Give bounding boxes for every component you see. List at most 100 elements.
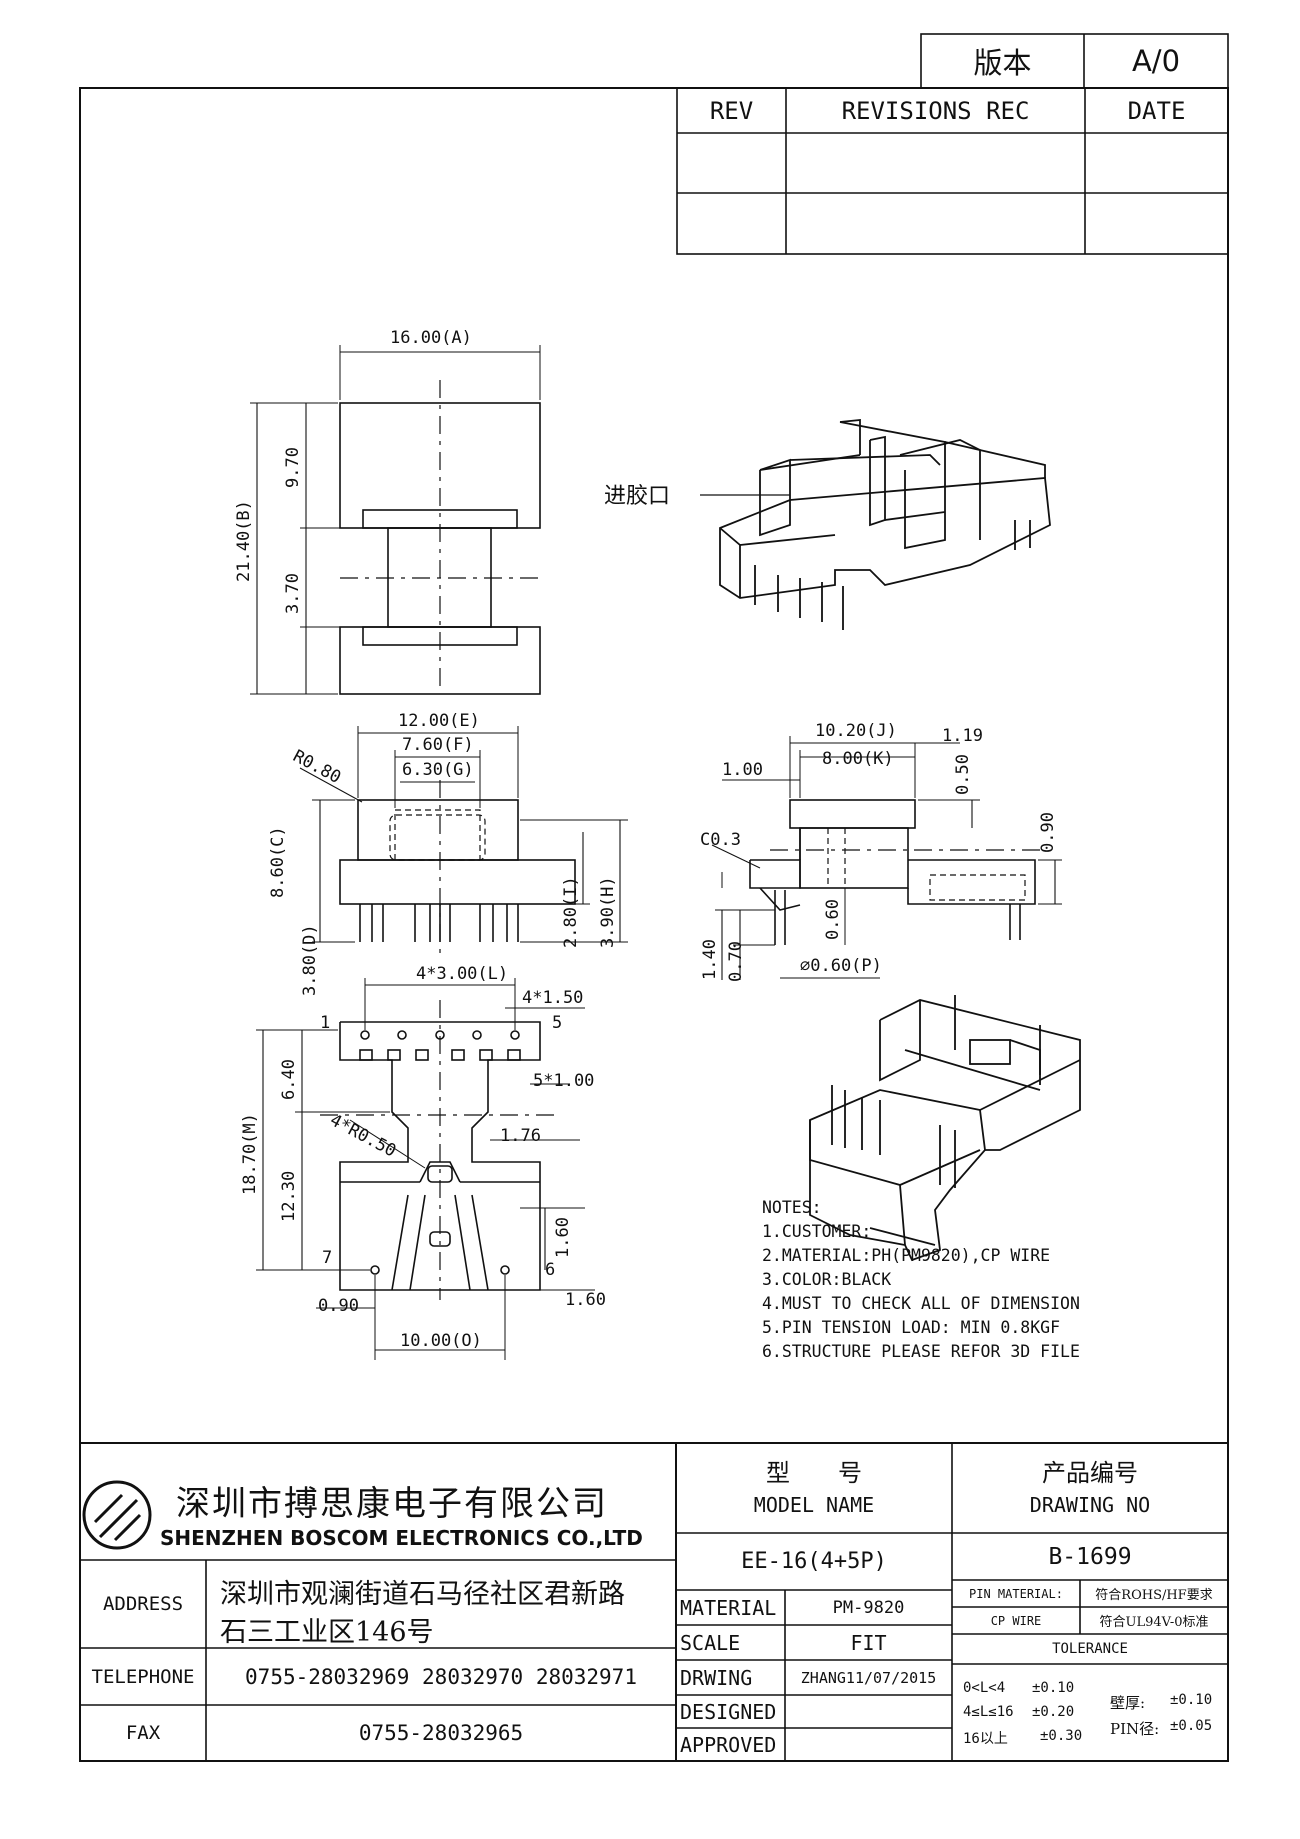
telephone-label: TELEPHONE [91, 1665, 195, 1688]
dim-1-60-vertical: 1.60 [553, 1217, 573, 1258]
drwing-value: ZHANG11/07/2015 [800, 1668, 937, 1687]
dim-1-76: 1.76 [500, 1126, 541, 1146]
note-1: 1.CUSTOMER: [762, 1222, 872, 1241]
dim-0-50: 0.50 [953, 754, 973, 795]
revision-row-2-rec [786, 193, 1085, 254]
tolerance-value-1: ±0.10 [1032, 1680, 1075, 1696]
dim-m: 18.70(M) [240, 1113, 260, 1195]
pin-diameter-label: PIN径: [1110, 1720, 1160, 1738]
model-value: EE-16(4+5P) [741, 1549, 887, 1574]
address-line-1: 深圳市观澜街道石马径社区君新路 [220, 1579, 625, 1610]
dim-a: 16.00(A) [390, 328, 472, 348]
title-block-lines [80, 1442, 1228, 1761]
tolerance-range-1: 0<L<4 [963, 1680, 1006, 1696]
note-2: 2.MATERIAL:PH(PM9820),CP WIRE [762, 1246, 1051, 1265]
model-label-cn: 型 号 [766, 1458, 862, 1487]
company-logo-icon [82, 1480, 152, 1550]
revision-row-2-date [1085, 193, 1228, 254]
address-label: ADDRESS [102, 1593, 184, 1615]
iso-view-bottom [809, 995, 1081, 1262]
material-value: PM-9820 [832, 1597, 905, 1618]
dim-h: 3.90(H) [598, 876, 618, 948]
dim-1-19: 1.19 [942, 726, 983, 746]
gate-label: 进胶口 [604, 484, 671, 509]
iso-view-top [700, 419, 1051, 630]
designed-label: DESIGNED [680, 1699, 777, 1724]
drwing-label: DRWING [680, 1665, 753, 1690]
dim-6-40: 6.40 [279, 1059, 299, 1100]
dim-0-60: 0.60 [823, 899, 843, 940]
revisions-rec-header: REVISIONS REC [841, 96, 1030, 125]
tolerance-value-3: ±0.30 [1040, 1728, 1083, 1744]
dim-top-height: 9.70 [283, 447, 303, 488]
wall-thickness-label: 壁厚: [1110, 1694, 1146, 1712]
dim-12-30: 12.30 [279, 1170, 299, 1222]
revision-row-1-date [1085, 133, 1228, 193]
dim-1-40: 1.40 [700, 939, 720, 980]
note-5: 5.PIN TENSION LOAD: MIN 0.8KGF [762, 1318, 1061, 1337]
pin-material-value: 符合ROHS/HF要求 [1095, 1588, 1213, 1603]
front-view [299, 726, 628, 960]
tolerance-range-2: 4≤L≤16 [963, 1704, 1014, 1720]
dim-c: 8.60(C) [268, 826, 288, 898]
scale-label: SCALE [680, 1630, 741, 1655]
note-3: 3.COLOR:BLACK [762, 1270, 892, 1289]
tolerance-value-2: ±0.20 [1032, 1704, 1075, 1720]
drawing-number: B-1699 [1048, 1543, 1132, 1570]
dim-j: 10.20(J) [815, 721, 897, 741]
company-name-cn: 深圳市搏思康电子有限公司 [176, 1484, 608, 1524]
dim-b: 21.40(B) [234, 500, 254, 582]
revision-row-1-rev [677, 133, 786, 193]
tolerance-label: TOLERANCE [1052, 1641, 1128, 1657]
scale-value: FIT [850, 1630, 887, 1655]
dim-e: 12.00(E) [398, 711, 480, 731]
drawing-border [79, 87, 1229, 1762]
dim-0-90: 0.90 [1038, 812, 1058, 853]
top-view [250, 345, 541, 695]
address-line-2: 石三工业区146号 [220, 1617, 434, 1648]
rev-header: REV [709, 96, 754, 125]
fax-label: FAX [125, 1722, 161, 1744]
dim-l: 4*3.00(L) [416, 964, 509, 984]
note-4: 4.MUST TO CHECK ALL OF DIMENSION [762, 1294, 1080, 1313]
date-header: DATE [1127, 96, 1186, 125]
dim-f: 7.60(F) [402, 735, 474, 755]
chamfer-c0-3: C0.3 [700, 830, 741, 850]
tolerance-range-3: 16以上 [963, 1731, 1008, 1747]
pin-diameter-value: ±0.05 [1170, 1718, 1213, 1734]
dim-1-00: 1.00 [722, 760, 763, 780]
side-view [711, 736, 1062, 980]
dim-0-90: 0.90 [318, 1296, 359, 1316]
dim-4x1-50: 4*1.50 [522, 988, 584, 1008]
notes-title: NOTES: [762, 1198, 822, 1217]
revision-row-1-rec [786, 133, 1085, 193]
pin-7-label: 7 [322, 1248, 333, 1268]
cp-wire-label: CP WIRE [990, 1613, 1042, 1628]
dim-5x1-00: 5*1.00 [533, 1071, 595, 1091]
dim-g: 6.30(G) [402, 760, 474, 780]
bottom-view [256, 978, 595, 1360]
wall-thickness-value: ±0.10 [1170, 1692, 1213, 1708]
pin-5-label: 5 [552, 1013, 563, 1033]
pin-6-label: 6 [545, 1260, 556, 1280]
fax-value: 0755-28032965 [358, 1721, 524, 1745]
pin-material-label: PIN MATERIAL: [969, 1586, 1063, 1601]
dim-0-70: 0.70 [726, 941, 746, 982]
revision-row-2-rev [677, 193, 786, 254]
revision-label: 版本 [973, 46, 1032, 80]
dim-d: 3.80(D) [300, 924, 320, 996]
telephone-value: 0755-28032969 28032970 28032971 [245, 1664, 637, 1689]
dim-o: 10.00(O) [400, 1331, 482, 1351]
dim-p: ⌀0.60(P) [800, 956, 882, 976]
company-name-en: SHENZHEN BOSCOM ELECTRONICS CO.,LTD [160, 1526, 643, 1550]
note-6: 6.STRUCTURE PLEASE REFOR 3D FILE [762, 1342, 1080, 1361]
material-label: MATERIAL [680, 1595, 777, 1620]
pin-1-label: 1 [320, 1013, 331, 1033]
dim-i: 2.80(I) [561, 876, 581, 948]
dim-mid-height: 3.70 [283, 573, 303, 614]
revision-value: A/0 [1131, 44, 1181, 78]
drawing-label-en: DRAWING NO [1029, 1493, 1151, 1517]
dim-1-60-horizontal: 1.60 [565, 1290, 606, 1310]
cp-wire-value: 符合UL94V-0标准 [1099, 1615, 1209, 1630]
